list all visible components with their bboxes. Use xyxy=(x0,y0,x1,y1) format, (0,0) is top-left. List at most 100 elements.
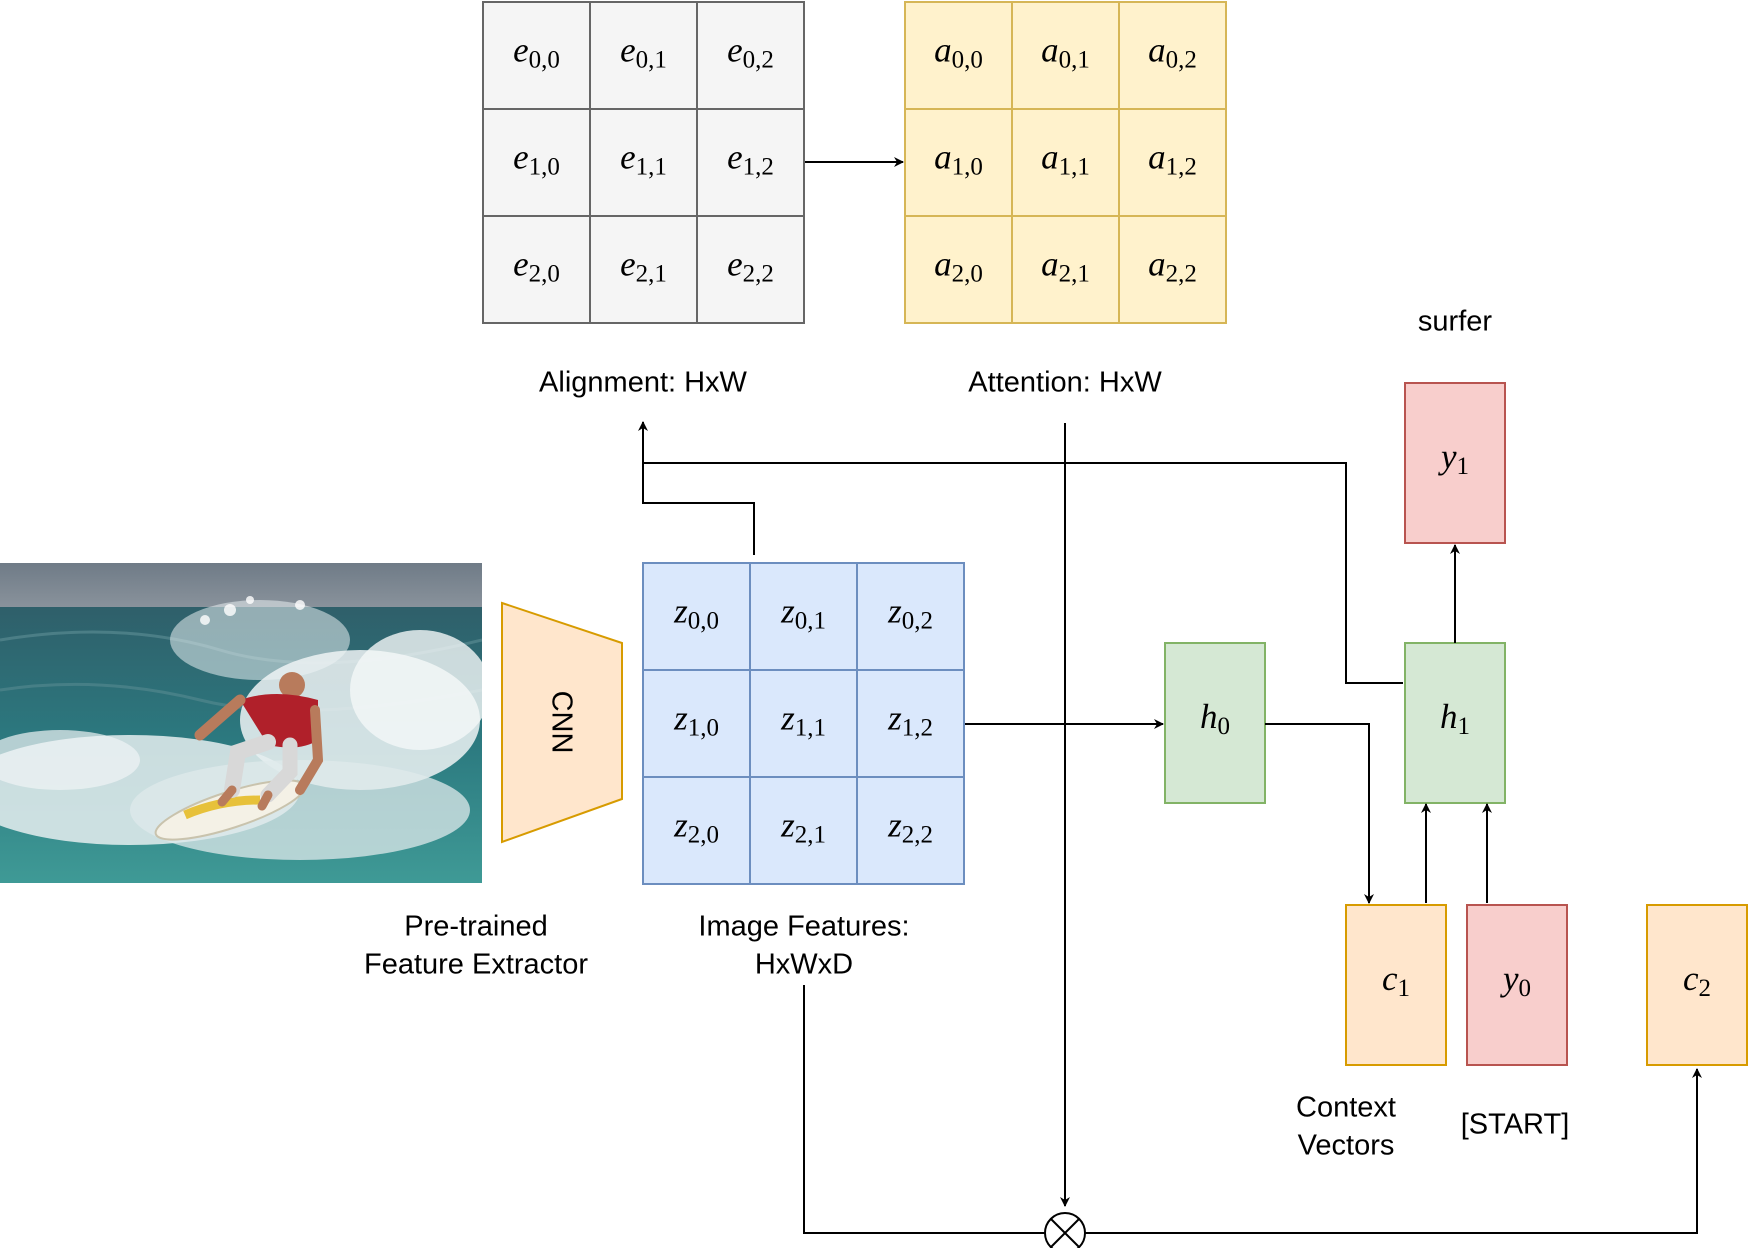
feature-cell-label-0-1: z0,1 xyxy=(780,592,826,635)
feature-cell-label-0-0-subscript: 0,0 xyxy=(688,607,719,634)
alignment-cell-label-1-2: e1,2 xyxy=(727,138,774,181)
feature-cell-label-0-1-base: z xyxy=(780,592,795,631)
attention-cell-label-2-0-base: a xyxy=(934,245,952,284)
alignment-cell-label-1-1: e1,1 xyxy=(620,138,667,181)
feature-cell-label-2-1: z2,1 xyxy=(780,806,826,849)
attention-cell-label-0-2-base: a xyxy=(1148,31,1166,70)
alignment-cell-label-0-2-subscript: 0,2 xyxy=(743,46,774,73)
attention-cell-0-1 xyxy=(1011,1,1120,110)
line-h1-to-alignment xyxy=(643,462,1403,684)
feature-cell-2-0 xyxy=(642,776,751,885)
h0-label: h0 xyxy=(1200,697,1230,740)
attention-cell-label-1-2-base: a xyxy=(1148,138,1166,177)
y1-label-subscript: 1 xyxy=(1457,453,1470,480)
feature-cell-label-2-0: z2,0 xyxy=(673,806,719,849)
h0-label-base: h xyxy=(1200,697,1218,736)
attention-cell-label-0-0-subscript: 0,0 xyxy=(952,46,983,73)
alignment-cell-label-1-1-base: e xyxy=(620,138,636,177)
y0-label-base: y xyxy=(1500,959,1519,998)
c1-label-subscript: 1 xyxy=(1398,975,1411,1002)
context-vector-c1: c1 xyxy=(1345,904,1447,1066)
attention-cell-label-2-0-subscript: 2,0 xyxy=(952,260,983,287)
feature-cell-label-1-1-subscript: 1,1 xyxy=(795,714,826,741)
cnn-label: CNN xyxy=(545,691,577,754)
attention-cell-label-2-1-subscript: 2,1 xyxy=(1059,260,1090,287)
attention-cell-label-1-2-subscript: 1,2 xyxy=(1166,153,1197,180)
feature-cell-label-0-2: z0,2 xyxy=(887,592,933,635)
feature-cell-label-0-2-subscript: 0,2 xyxy=(902,607,933,634)
context-label-line1: Context xyxy=(1296,1092,1396,1124)
feature-cell-label-1-1: z1,1 xyxy=(780,699,826,742)
feature-cell-1-2 xyxy=(856,669,965,778)
y1-label-base: y xyxy=(1438,437,1457,476)
output-label-y1: surfer xyxy=(1418,306,1492,338)
attention-cell-label-1-1-base: a xyxy=(1041,138,1059,177)
alignment-cell-label-2-1-subscript: 2,1 xyxy=(636,260,667,287)
attention-cell-label-2-2: a2,2 xyxy=(1148,245,1197,288)
attention-cell-2-1 xyxy=(1011,215,1120,324)
alignment-cell-label-1-2-subscript: 1,2 xyxy=(743,153,774,180)
context-vector-c2: c2 xyxy=(1646,904,1748,1066)
features-label-line2: HxWxD xyxy=(755,949,853,981)
attention-cell-label-0-0-base: a xyxy=(934,31,952,70)
h1-label-base: h xyxy=(1440,697,1458,736)
alignment-cell-label-0-0-base: e xyxy=(513,31,529,70)
feature-cell-label-1-1-base: z xyxy=(780,699,795,738)
alignment-cell-label-1-1-subscript: 1,1 xyxy=(636,153,667,180)
alignment-cell-label-1-0: e1,0 xyxy=(513,138,560,181)
alignment-cell-label-0-1-base: e xyxy=(620,31,636,70)
y1-box xyxy=(1404,382,1506,544)
feature-cell-label-0-2-base: z xyxy=(887,592,902,631)
alignment-cell-0-2 xyxy=(696,1,805,110)
alignment-cell-2-1 xyxy=(589,215,698,324)
alignment-cell-label-2-1: e2,1 xyxy=(620,245,667,288)
feature-cell-0-2 xyxy=(856,562,965,671)
feature-cell-label-1-2-base: z xyxy=(887,699,902,738)
connectors xyxy=(638,157,1702,1234)
alignment-cell-label-0-2-base: e xyxy=(727,31,743,70)
y0-label-subscript: 0 xyxy=(1519,975,1532,1002)
attention-cell-label-1-0: a1,0 xyxy=(934,138,983,181)
feature-cell-0-1 xyxy=(749,562,858,671)
alignment-cell-label-2-2-subscript: 2,2 xyxy=(743,260,774,287)
c1-box xyxy=(1345,904,1447,1066)
line-features-to-multiply xyxy=(803,985,1045,1234)
attention-cell-label-1-1: a1,1 xyxy=(1041,138,1090,181)
alignment-cell-label-0-1-subscript: 0,1 xyxy=(636,46,667,73)
h1-label-subscript: 1 xyxy=(1458,713,1471,740)
hidden-state-h0: h0 xyxy=(1164,642,1266,804)
c2-box xyxy=(1646,904,1748,1066)
alignment-cell-label-2-1-base: e xyxy=(620,245,636,284)
alignment-cell-label-2-2-base: e xyxy=(727,245,743,284)
c2-label: c2 xyxy=(1683,959,1711,1002)
attention-cell-label-2-0: a2,0 xyxy=(934,245,983,288)
circled-times-icon xyxy=(1044,1212,1086,1248)
feature-cell-label-1-2-subscript: 1,2 xyxy=(902,714,933,741)
hidden-state-h1: h1 xyxy=(1404,642,1506,804)
alignment-cell-1-2 xyxy=(696,108,805,217)
y1-label: y1 xyxy=(1438,437,1469,480)
feature-cell-label-0-0-base: z xyxy=(673,592,688,631)
surfer-photo xyxy=(0,563,482,883)
attention-cell-label-0-1: a0,1 xyxy=(1041,31,1090,74)
extractor-label-line2: Feature Extractor xyxy=(364,949,588,981)
alignment-cell-label-2-0-base: e xyxy=(513,245,529,284)
c1-label-base: c xyxy=(1382,959,1398,998)
feature-cell-1-0 xyxy=(642,669,751,778)
c2-label-base: c xyxy=(1683,959,1699,998)
output-token-y1: y1 xyxy=(1404,382,1506,544)
y0-box xyxy=(1466,904,1568,1066)
alignment-cell-label-0-0: e0,0 xyxy=(513,31,560,74)
feature-cell-label-0-0: z0,0 xyxy=(673,592,719,635)
feature-cell-label-2-2: z2,2 xyxy=(887,806,933,849)
cnn-block: CNN xyxy=(501,601,623,844)
alignment-cell-label-2-2: e2,2 xyxy=(727,245,774,288)
feature-cell-label-2-0-subscript: 2,0 xyxy=(688,821,719,848)
alignment-cell-label-1-2-base: e xyxy=(727,138,743,177)
alignment-cell-label-2-0: e2,0 xyxy=(513,245,560,288)
features-label-line1: Image Features: xyxy=(698,911,909,943)
alignment-cell-label-2-0-subscript: 2,0 xyxy=(529,260,560,287)
attention-cell-label-1-0-subscript: 1,0 xyxy=(952,153,983,180)
feature-cell-label-1-0-base: z xyxy=(673,699,688,738)
